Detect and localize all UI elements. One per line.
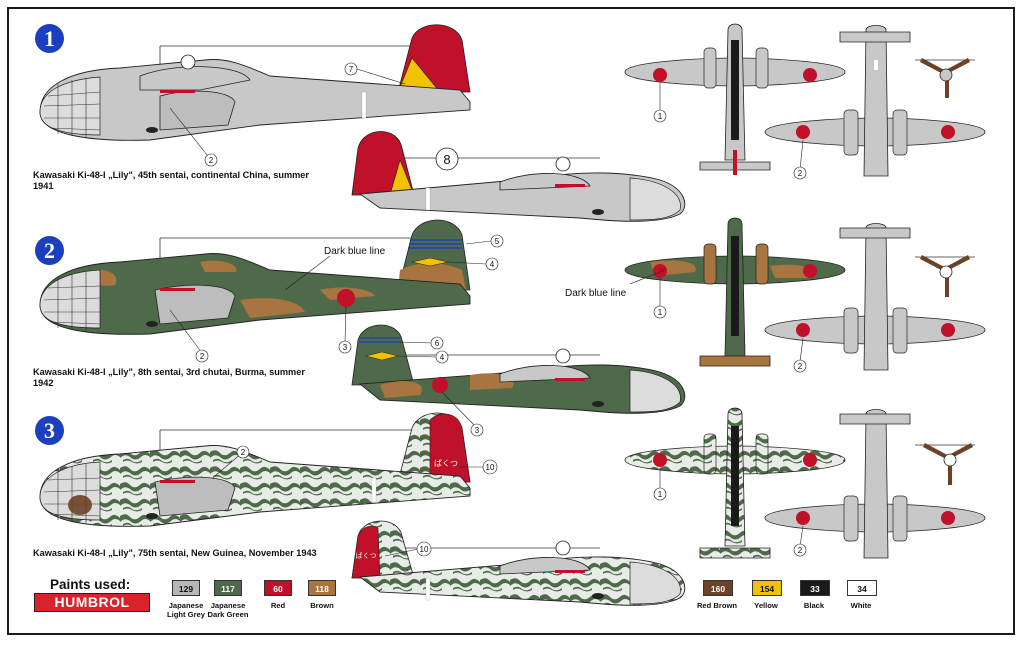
svg-text:6: 6	[435, 339, 440, 348]
aircraft-2-left-profile	[39, 219, 471, 335]
callout-7: 7	[344, 62, 406, 85]
svg-text:4: 4	[490, 260, 495, 269]
paint-name-33: Black	[803, 601, 825, 610]
aircraft-3-right-profile	[351, 520, 686, 606]
callout-10-b3: 10	[384, 541, 432, 557]
svg-text:2: 2	[209, 156, 214, 165]
propeller-1	[915, 58, 975, 98]
svg-text:4: 4	[440, 353, 445, 362]
dark-blue-line-label-2: Dark blue line	[565, 288, 627, 299]
svg-text:1: 1	[658, 112, 663, 121]
paint-chip-34: 34	[847, 580, 877, 596]
svg-text:2: 2	[798, 362, 803, 371]
aircraft-2-bottom-view	[764, 223, 986, 371]
svg-text:3: 3	[343, 343, 348, 352]
svg-text:1: 1	[658, 308, 663, 317]
callout-2-b3: 2	[793, 525, 807, 557]
variant-3-badge: 3	[35, 416, 64, 445]
paint-name-60: Red	[270, 601, 286, 610]
variant-2-caption: Kawasaki Ki-48-I „Lily", 8th sentai, 3rd…	[33, 367, 305, 388]
callout-3-b2: 3	[441, 391, 484, 437]
paint-name-118: Brown	[310, 601, 334, 610]
paint-chip-60: 60	[264, 580, 292, 596]
callout-2-a1: 2	[169, 107, 218, 167]
aircraft-3-left-profile	[39, 412, 471, 527]
callout-2-a2: 2	[169, 309, 209, 363]
svg-text:1: 1	[658, 490, 663, 499]
svg-text:5: 5	[495, 237, 500, 246]
paint-name-160: Red Brown	[696, 601, 738, 610]
callout-3-a2: 3	[338, 306, 352, 354]
aircraft-1-bottom-view	[764, 25, 986, 177]
aircraft-1-left-profile	[39, 24, 471, 141]
svg-text:2: 2	[798, 169, 803, 178]
variant-1-caption: Kawasaki Ki-48-I „Lily", 45th sentai, co…	[33, 170, 309, 191]
variant-1-badge: 1	[35, 24, 64, 53]
callout-1-a2: 1	[653, 278, 667, 319]
svg-text:2: 2	[798, 546, 803, 555]
paint-chip-33: 33	[800, 580, 830, 596]
callouts: 7 2 8 1 2 5 4 3 2 6 4 3 1 2 2 10 10 1 2	[169, 62, 807, 557]
paint-chip-118: 118	[308, 580, 336, 596]
callout-1-a1: 1	[653, 82, 667, 123]
callout-6: 6	[399, 336, 444, 350]
tail-code-3a: ばくつ	[434, 459, 458, 468]
propeller-2	[915, 255, 975, 297]
svg-text:3: 3	[475, 426, 480, 435]
svg-text:7: 7	[349, 65, 354, 74]
paint-chip-117: 117	[214, 580, 242, 596]
callout-4-a2: 4	[447, 257, 499, 271]
svg-text:10: 10	[420, 545, 429, 554]
aircraft-3-bottom-view	[764, 409, 986, 559]
callout-2-b2: 2	[793, 337, 807, 373]
callout-2-a3: 2	[214, 445, 250, 477]
paints-title: Paints used:	[50, 577, 131, 592]
svg-text:2: 2	[241, 448, 246, 457]
svg-text:8: 8	[443, 152, 450, 167]
callout-2-b1: 2	[793, 139, 807, 180]
aircraft-3-top-view	[624, 407, 846, 559]
paint-chip-154: 154	[752, 580, 782, 596]
tail-code-3b: ばくつ	[356, 551, 377, 560]
callout-10-a3: 10	[458, 459, 498, 475]
paint-name-34: White	[850, 601, 872, 610]
aircraft-1-right-profile	[351, 131, 686, 222]
propeller-3	[915, 443, 975, 485]
paint-chip-160: 160	[703, 580, 733, 596]
svg-text:10: 10	[486, 463, 495, 472]
paint-chip-129: 129	[172, 580, 200, 596]
paint-name-154: Yellow	[754, 601, 778, 610]
callout-4-b2: 4	[397, 350, 449, 364]
aircraft-2-right-profile	[351, 324, 686, 414]
callout-5: 5	[465, 234, 504, 248]
callout-1-a3: 1	[653, 468, 667, 501]
humbrol-logo: HUMBROL	[34, 593, 150, 612]
callout-8: 8	[435, 147, 459, 171]
svg-text:2: 2	[200, 352, 205, 361]
dark-blue-line-label-1: Dark blue line	[324, 246, 386, 257]
aircraft-1-top-view	[624, 23, 846, 175]
variant-2-badge: 2	[35, 236, 64, 265]
aircraft-2-top-view	[624, 217, 846, 367]
variant-3-caption: Kawasaki Ki-48-I „Lily", 75th sentai, Ne…	[33, 548, 317, 558]
